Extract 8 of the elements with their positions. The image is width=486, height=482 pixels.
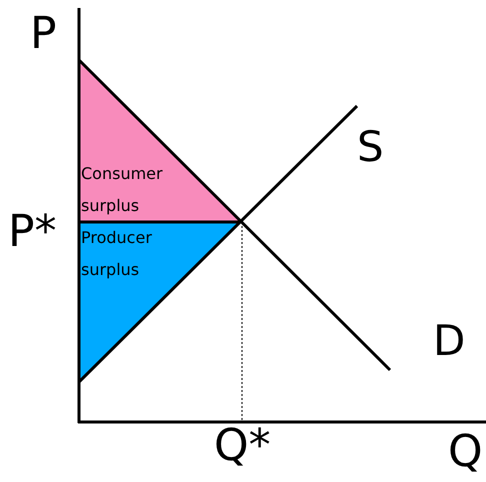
axis-label: Q <box>448 430 483 474</box>
axis-label: P <box>30 12 57 56</box>
curve-label: S <box>357 126 384 168</box>
quantity-label: Q* <box>214 424 271 468</box>
area-label: Producer surplus <box>81 227 153 281</box>
price-label: P* <box>8 210 57 254</box>
curve-label: D <box>433 320 466 362</box>
area-label: Consumer surplus <box>81 163 164 217</box>
